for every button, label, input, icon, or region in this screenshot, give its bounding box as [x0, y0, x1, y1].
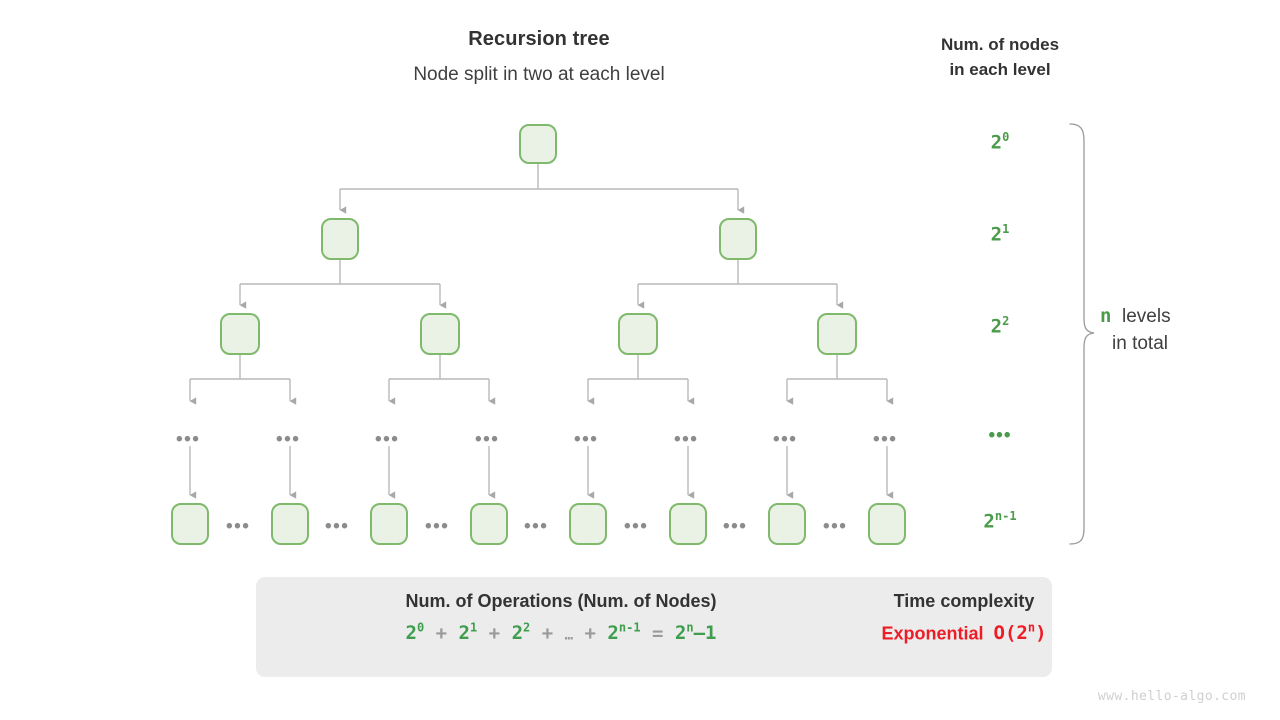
tree-node-l2-2[interactable]	[420, 313, 460, 355]
tree-node-last-6[interactable]	[669, 503, 707, 545]
complexity-value: Exponential O(2n)	[876, 621, 1052, 644]
complexity-big-o: O(2n)	[993, 621, 1047, 645]
formula-term-0: 20	[405, 621, 425, 645]
tree-node-root[interactable]	[519, 124, 557, 164]
tree-node-last-1[interactable]	[171, 503, 209, 545]
right-column-heading-line2: in each level	[949, 60, 1051, 79]
tree-ellipsis-row-5: •••	[574, 429, 599, 450]
tree-node-l1-2[interactable]	[719, 218, 757, 260]
tree-node-l2-3[interactable]	[618, 313, 658, 355]
tree-node-last-8[interactable]	[868, 503, 906, 545]
tree-node-last-5[interactable]	[569, 503, 607, 545]
tree-node-last-4[interactable]	[470, 503, 508, 545]
tree-ellipsis-row-4: •••	[475, 429, 500, 450]
level-count-1-base: 2	[990, 223, 1003, 246]
tree-gap-ellipsis-3: •••	[425, 516, 450, 537]
tree-ellipsis-row-8: •••	[873, 429, 898, 450]
tree-gap-ellipsis-2: •••	[325, 516, 350, 537]
tree-gap-ellipsis-7: •••	[823, 516, 848, 537]
level-count-0-exp: 0	[1002, 130, 1010, 144]
operations-block: Num. of Operations (Num. of Nodes) 20 + …	[256, 591, 866, 644]
level-count-last: 2n-1	[955, 509, 1045, 532]
tree-node-l1-1[interactable]	[321, 218, 359, 260]
formula-dots: …	[564, 627, 574, 644]
level-count-0: 20	[955, 130, 1045, 153]
tree-ellipsis-row-2: •••	[276, 429, 301, 450]
watermark: www.hello-algo.com	[1097, 689, 1246, 704]
tree-ellipsis-row-7: •••	[773, 429, 798, 450]
page-subtitle: Node split in two at each level	[413, 64, 665, 85]
formula-plus-0: +	[435, 622, 448, 645]
level-count-1: 21	[955, 222, 1045, 245]
tree-gap-ellipsis-6: •••	[723, 516, 748, 537]
level-count-1-exp: 1	[1002, 222, 1010, 236]
total-levels-line1: n levels	[1100, 303, 1260, 330]
page-title: Recursion tree	[468, 28, 610, 50]
formula-plus-2: +	[541, 622, 554, 645]
tree-ellipsis-row-1: •••	[176, 429, 201, 450]
level-count-2: 22	[955, 314, 1045, 337]
tree-node-last-2[interactable]	[271, 503, 309, 545]
tree-node-l2-1[interactable]	[220, 313, 260, 355]
operations-formula: 20 + 21 + 22 + … + 2n-1 = 2n–1	[256, 621, 866, 644]
level-count-2-exp: 2	[1002, 314, 1010, 328]
tree-ellipsis-row-3: •••	[375, 429, 400, 450]
formula-term-2: 22	[511, 621, 531, 645]
right-column-heading: Num. of nodes in each level	[896, 32, 1104, 82]
tree-gap-ellipsis-1: •••	[226, 516, 251, 537]
tree-gap-ellipsis-5: •••	[624, 516, 649, 537]
tree-gap-ellipsis-4: •••	[524, 516, 549, 537]
right-column-heading-line1: Num. of nodes	[940, 35, 1060, 54]
tree-ellipsis-row-6: •••	[674, 429, 699, 450]
total-levels-note: n levels in total	[1100, 303, 1260, 357]
formula-plus-1: +	[488, 622, 501, 645]
total-levels-n: n	[1100, 305, 1112, 327]
formula-equals: =	[652, 622, 664, 645]
tree-node-l2-4[interactable]	[817, 313, 857, 355]
operations-heading: Num. of Operations (Num. of Nodes)	[405, 591, 717, 611]
formula-term-last: 2n-1	[607, 621, 641, 645]
total-levels-word: levels	[1122, 306, 1171, 327]
formula-plus-3: +	[584, 622, 596, 645]
level-count-0-base: 2	[990, 131, 1003, 154]
tree-node-last-7[interactable]	[768, 503, 806, 545]
summary-panel: Num. of Operations (Num. of Nodes) 20 + …	[256, 577, 1052, 677]
total-levels-line2: in total	[1112, 333, 1168, 354]
formula-result: 2n–1	[674, 621, 717, 645]
level-count-2-base: 2	[990, 315, 1003, 338]
complexity-word: Exponential	[881, 623, 984, 644]
formula-term-1: 21	[458, 621, 478, 645]
level-count-last-base: 2	[983, 510, 995, 533]
tree-node-last-3[interactable]	[370, 503, 408, 545]
level-count-last-exp: n-1	[994, 509, 1017, 523]
levels-brace	[1069, 123, 1095, 545]
complexity-block: Time complexity Exponential O(2n)	[876, 591, 1052, 644]
level-count-ellipsis: •••	[988, 425, 1012, 446]
complexity-heading: Time complexity	[893, 591, 1035, 611]
